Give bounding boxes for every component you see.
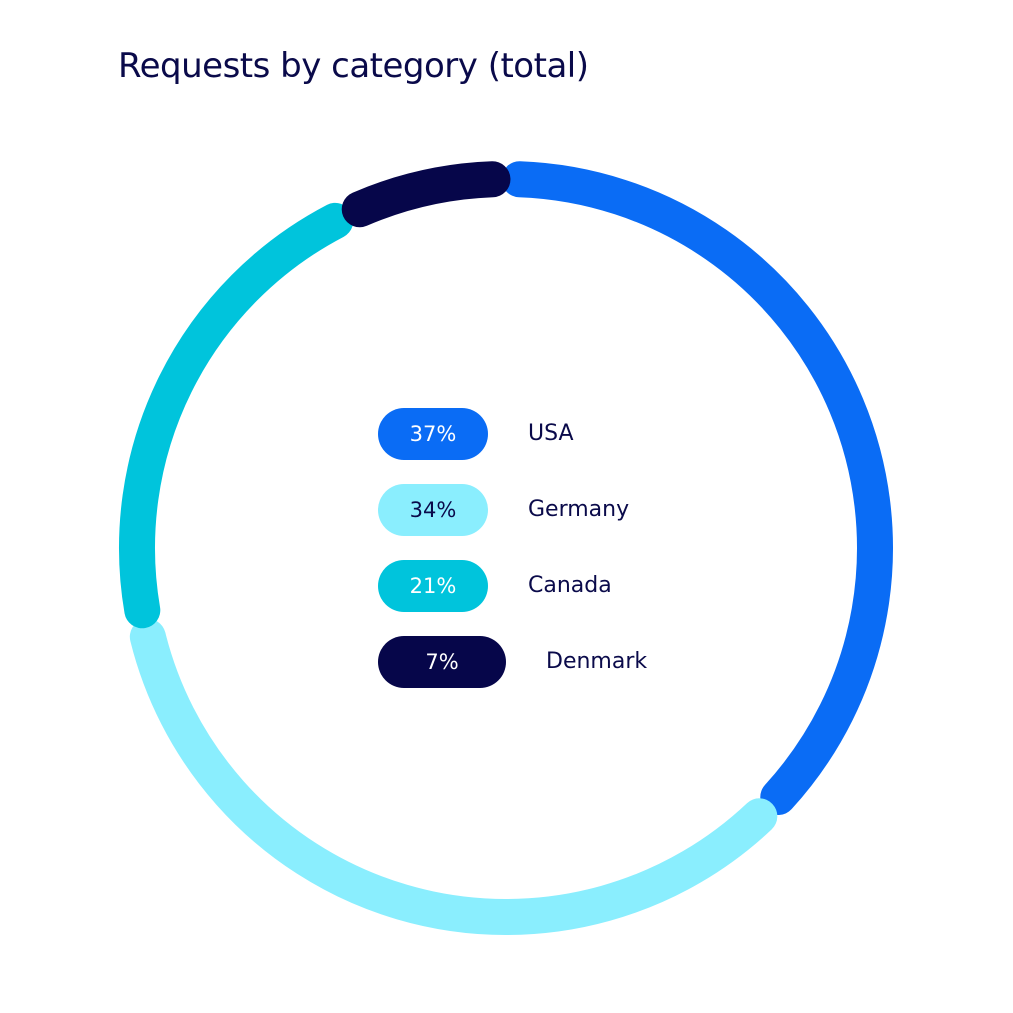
legend-pill-usa: 37%: [378, 408, 488, 460]
donut-segment-denmark: [341, 161, 511, 228]
donut-segment-canada: [119, 202, 354, 629]
legend-label-canada: Canada: [528, 573, 612, 598]
donut-segment-usa: [501, 161, 893, 816]
legend-pill-germany: 34%: [378, 484, 488, 536]
legend-pill-canada: 21%: [378, 560, 488, 612]
legend-pill-denmark: 7%: [378, 636, 506, 688]
legend-label-usa: USA: [528, 421, 574, 446]
donut-segment-germany: [129, 618, 778, 935]
legend-label-denmark: Denmark: [546, 649, 648, 674]
chart-title: Requests by category (total): [118, 46, 589, 86]
legend-label-germany: Germany: [528, 497, 630, 522]
